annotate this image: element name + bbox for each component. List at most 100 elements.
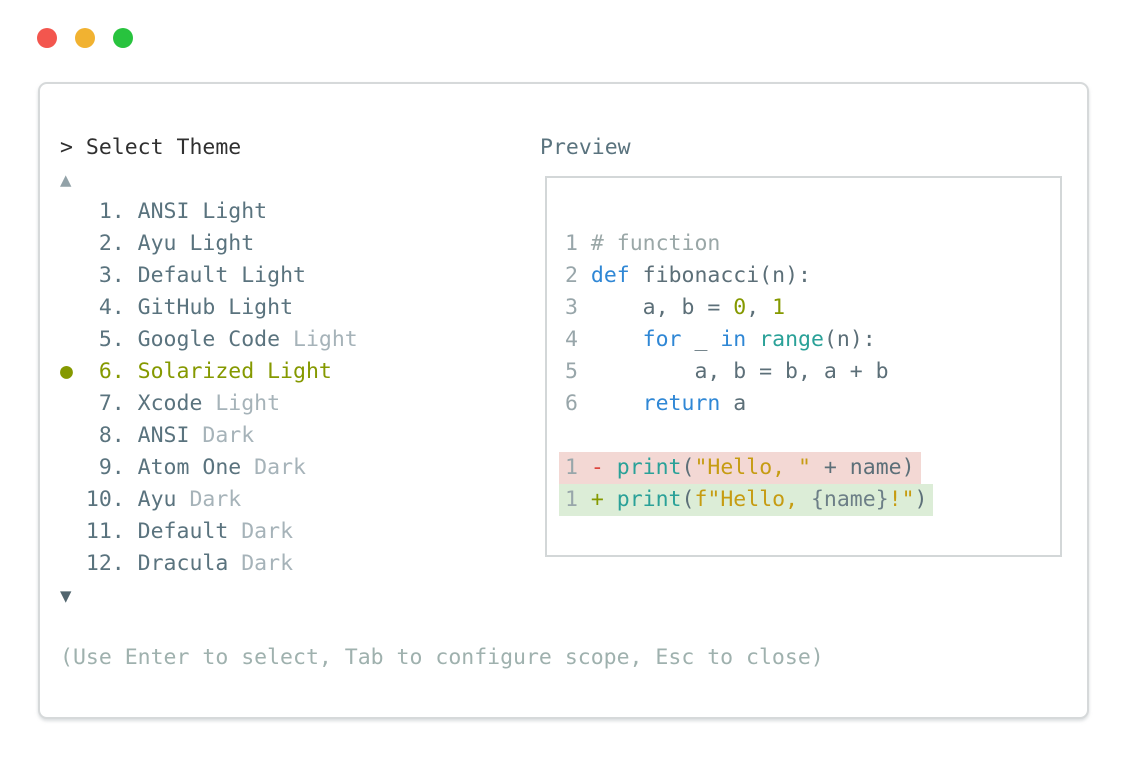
token-lineno: 1 <box>565 487 591 512</box>
diff-added-highlight: 1 + print(f"Hello, {name}!") <box>559 484 934 516</box>
preview-label: Preview <box>540 135 631 160</box>
token-keyword: def <box>590 263 630 288</box>
theme-list-item-ayu-dark[interactable]: 10. Ayu Dark <box>60 484 358 516</box>
token-lineno: 1 <box>565 231 591 256</box>
theme-item-variant: Light <box>189 199 268 224</box>
token-function: print <box>616 455 682 480</box>
code-blank-line <box>565 420 933 452</box>
theme-item-label: 2. Ayu <box>72 231 177 256</box>
token-lineno: 3 <box>565 295 591 320</box>
theme-item-label: 8. ANSI <box>72 423 190 448</box>
token-code <box>591 327 643 352</box>
theme-selector-panel: > Select Theme ▲ 1. ANSI Light 2. Ayu Li… <box>38 82 1089 719</box>
theme-item-label: 4. GitHub <box>72 295 216 320</box>
bullet-placeholder <box>60 455 73 480</box>
theme-item-variant: Light <box>202 391 281 416</box>
diff-removed-highlight: 1 - print("Hello, " + name) <box>559 452 921 484</box>
token-string: f"Hello, <box>694 487 811 512</box>
theme-item-label: 6. Solarized <box>72 359 255 384</box>
theme-item-label: 12. Dracula <box>72 551 229 576</box>
token-minus: - <box>590 455 617 480</box>
token-code: , <box>746 295 773 320</box>
theme-list-item-default-light[interactable]: 3. Default Light <box>60 260 358 292</box>
bullet-placeholder <box>60 487 73 512</box>
scroll-down-icon[interactable]: ▼ <box>60 585 72 607</box>
token-number: 0 <box>733 295 747 320</box>
theme-item-label: 1. ANSI <box>72 199 190 224</box>
token-keyword: for <box>642 327 682 352</box>
token-code: a, b = b, a + b <box>590 359 889 384</box>
theme-item-variant: Light <box>254 359 332 384</box>
theme-list-item-solarized-light[interactable]: ● 6. Solarized Light <box>60 356 358 388</box>
theme-list-item-default-dark[interactable]: 11. Default Dark <box>60 516 358 548</box>
token-lineno: 4 <box>565 327 591 352</box>
theme-list: 1. ANSI Light 2. Ayu Light 3. Default Li… <box>60 196 358 580</box>
token-code: fibonacci(n): <box>629 263 811 288</box>
bullet-placeholder <box>60 551 73 576</box>
code-line: 4 for _ in range(n): <box>565 324 933 356</box>
diff-added-line: 1 + print(f"Hello, {name}!") <box>559 484 934 516</box>
bullet-placeholder <box>60 231 73 256</box>
token-lineno: 5 <box>565 359 591 384</box>
bullet-placeholder <box>60 327 73 352</box>
zoom-button[interactable] <box>113 28 133 48</box>
code-line: 2 def fibonacci(n): <box>565 260 933 292</box>
token-code <box>746 327 759 352</box>
bullet-placeholder <box>60 199 73 224</box>
theme-list-item-xcode-light[interactable]: 7. Xcode Light <box>60 388 358 420</box>
theme-item-variant: Dark <box>228 519 294 544</box>
token-code: ( <box>681 455 695 480</box>
theme-item-label: 5. Google Code <box>72 327 281 352</box>
scroll-up-icon[interactable]: ▲ <box>60 169 72 191</box>
theme-item-label: 3. Default <box>72 263 229 288</box>
selected-bullet-icon: ● <box>60 359 73 384</box>
theme-list-item-dracula-dark[interactable]: 12. Dracula Dark <box>60 548 358 580</box>
theme-item-label: 10. Ayu <box>72 487 177 512</box>
token-code: a, b = <box>590 295 734 320</box>
code-line: 6 return a <box>565 388 933 420</box>
code-line: 5 a, b = b, a + b <box>565 356 933 388</box>
close-button[interactable] <box>37 28 57 48</box>
bullet-placeholder <box>60 295 73 320</box>
theme-list-item-github-light[interactable]: 4. GitHub Light <box>60 292 358 324</box>
token-code <box>591 391 643 416</box>
bullet-placeholder <box>60 263 73 288</box>
token-code: a <box>720 391 747 416</box>
theme-item-variant: Dark <box>189 423 255 448</box>
token-code: ) <box>914 487 928 512</box>
token-function: print <box>616 487 682 512</box>
token-string: "Hello, " <box>694 455 811 480</box>
theme-list-item-atom-one-dark[interactable]: 9. Atom One Dark <box>60 452 358 484</box>
theme-list-item-ayu-light[interactable]: 2. Ayu Light <box>60 228 358 260</box>
theme-item-label: 7. Xcode <box>72 391 203 416</box>
token-comment: # function <box>590 231 721 256</box>
theme-list-item-ansi-dark[interactable]: 8. ANSI Dark <box>60 420 358 452</box>
token-lineno: 6 <box>565 391 591 416</box>
token-string: !" <box>888 487 915 512</box>
token-code: ( <box>681 487 695 512</box>
theme-list-item-ansi-light[interactable]: 1. ANSI Light <box>60 196 358 228</box>
panel-title: > Select Theme <box>60 135 242 160</box>
token-number: 1 <box>772 295 786 320</box>
diff-removed-line: 1 - print("Hello, " + name) <box>559 452 933 484</box>
bullet-placeholder <box>60 423 73 448</box>
token-code: (n): <box>823 327 876 352</box>
token-interpolation: {name} <box>810 487 889 512</box>
theme-item-variant: Dark <box>241 455 306 480</box>
theme-item-label: 9. Atom One <box>72 455 242 480</box>
theme-item-variant: Light <box>228 263 306 288</box>
token-function: range <box>759 327 824 352</box>
token-lineno: 2 <box>565 263 591 288</box>
token-plus: + <box>590 487 617 512</box>
bullet-placeholder <box>60 519 73 544</box>
theme-item-variant: Dark <box>228 551 294 576</box>
token-keyword: return <box>642 391 721 416</box>
theme-item-variant: Light <box>280 327 358 352</box>
code-line: 3 a, b = 0, 1 <box>565 292 933 324</box>
theme-list-item-google-code-light[interactable]: 5. Google Code Light <box>60 324 358 356</box>
bullet-placeholder <box>60 391 73 416</box>
minimize-button[interactable] <box>75 28 95 48</box>
theme-item-label: 11. Default <box>72 519 229 544</box>
